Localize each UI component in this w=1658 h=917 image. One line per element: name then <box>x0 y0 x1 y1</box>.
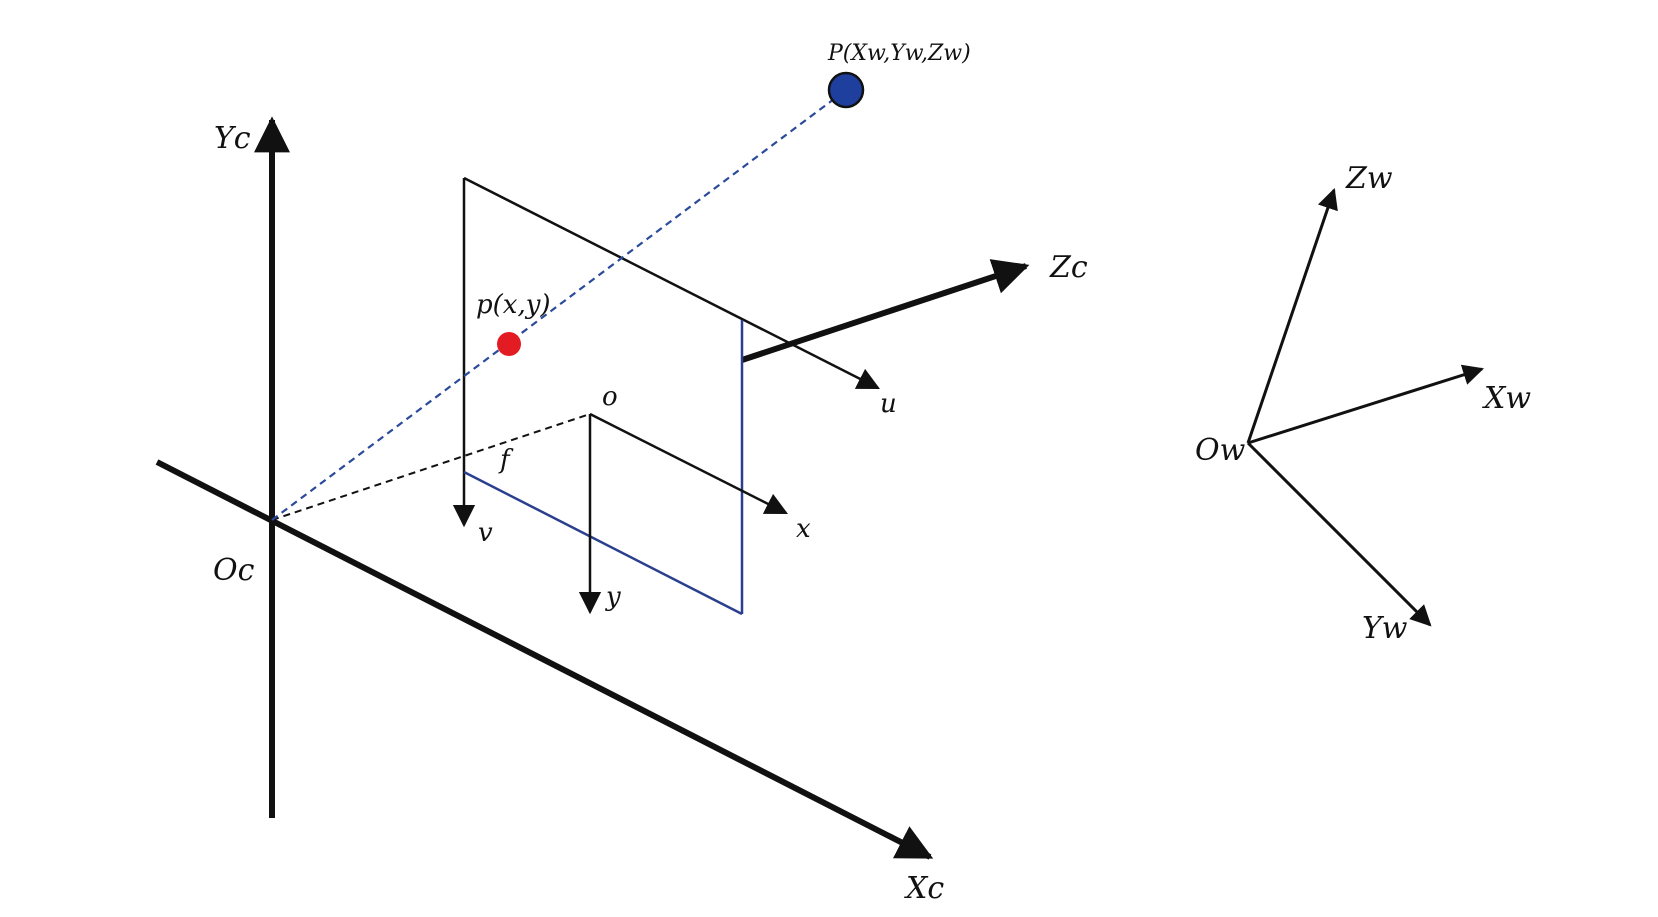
image-point-label: p(x,y) <box>476 290 551 320</box>
principal-point-label: o <box>602 382 618 412</box>
yc-label: Yc <box>214 121 251 156</box>
focal-length-line <box>271 413 591 521</box>
projection-ray <box>271 89 847 521</box>
zw-label: Zw <box>1345 161 1393 196</box>
ow-label: Ow <box>1195 433 1246 468</box>
xc-label: Xc <box>904 871 944 906</box>
image-plane-top-edge-u-axis <box>463 176 881 390</box>
world-point-marker <box>827 71 865 109</box>
image-point-marker <box>497 332 521 356</box>
world-point-label: P(Xw,Yw,Zw) <box>827 41 971 66</box>
camera-zc-axis <box>741 259 1030 363</box>
oc-label: Oc <box>213 553 255 588</box>
camera-xc-axis <box>155 459 934 860</box>
v-label: v <box>478 518 493 548</box>
zc-label: Zc <box>1049 250 1088 285</box>
world-yw-axis <box>1246 441 1432 627</box>
image-x-axis <box>589 412 789 515</box>
world-xw-axis <box>1247 364 1485 445</box>
u-label: u <box>880 389 897 419</box>
image-plane-bottom-edge <box>463 470 743 616</box>
world-zw-axis <box>1246 188 1338 444</box>
xw-label: Xw <box>1482 381 1531 416</box>
x-label: x <box>796 514 811 544</box>
y-label: y <box>605 582 621 612</box>
focal-label: f <box>498 445 514 475</box>
yw-label: Yw <box>1362 611 1408 646</box>
